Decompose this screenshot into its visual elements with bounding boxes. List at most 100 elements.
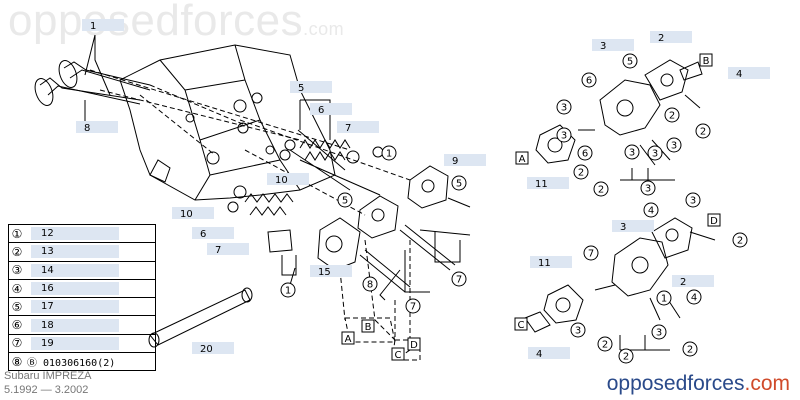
ref-badge-bg (82, 19, 124, 31)
letter-box (341, 331, 355, 345)
ref-number-label: 20 (192, 342, 234, 355)
letter-text: B (365, 322, 372, 333)
letter-box (514, 317, 528, 331)
letter-box (391, 347, 405, 361)
ref-badge-text: 2 (680, 277, 686, 288)
letter-ref-label: C (514, 317, 528, 331)
circle-text: 3 (652, 149, 658, 160)
circle-text: 7 (588, 249, 594, 260)
ref-badge-bg (528, 347, 570, 359)
site-logo: opposedforces.com (606, 372, 790, 395)
circle-outline (618, 348, 634, 364)
ref-badge-bg (650, 31, 692, 43)
circle-text: 3 (656, 328, 662, 339)
ref-badge-text: 3 (620, 222, 626, 233)
circle-text: 3 (561, 103, 567, 114)
circle-outline (643, 202, 659, 218)
letter-text: A (345, 334, 352, 345)
circled-ref-label: 2 (664, 107, 680, 123)
circled-ref-label: 2 (732, 232, 748, 248)
ref-badge-bg (207, 243, 249, 255)
letter-ref-label: A (515, 151, 529, 165)
circle-outline (651, 324, 667, 340)
circle-outline (451, 175, 467, 191)
circle-outline (570, 322, 586, 338)
circle-outline (656, 290, 672, 306)
circle-text: 1 (386, 149, 392, 160)
circle-outline (362, 276, 378, 292)
ref-number-label: 7 (337, 121, 379, 134)
ref-badge-text: 6 (318, 105, 324, 116)
circled-ref-label: 2 (682, 341, 698, 357)
ref-badge-text: 10 (180, 209, 193, 220)
ref-number-label: 7 (207, 243, 249, 256)
ref-badge-bg (444, 154, 486, 166)
circle-text: 3 (645, 184, 651, 195)
circled-ref-label: 3 (624, 144, 640, 160)
letter-text: B (703, 56, 710, 67)
circled-ref-label: 1 (280, 282, 296, 298)
circle-text: 4 (648, 206, 654, 217)
circle-outline (732, 232, 748, 248)
ref-badge-bg (192, 342, 234, 354)
circle-text: 1 (661, 294, 667, 305)
circle-text: 3 (629, 148, 635, 159)
ref-badge-text: 11 (535, 179, 548, 190)
circle-text: 5 (342, 196, 348, 207)
ref-badge-bg (192, 227, 234, 239)
circled-ref-label: 5 (622, 53, 638, 69)
circle-outline (666, 137, 682, 153)
circle-text: 8 (367, 280, 373, 291)
letter-text: D (710, 216, 718, 227)
circle-text: 2 (700, 127, 706, 138)
ref-badge-text: 6 (200, 229, 206, 240)
circled-ref-label: 1 (656, 290, 672, 306)
circled-ref-label: 3 (651, 324, 667, 340)
ref-number-label: 2 (672, 275, 714, 288)
circle-text: 2 (623, 352, 629, 363)
circle-text: 6 (582, 149, 588, 160)
circle-text: 7 (456, 275, 462, 286)
circle-outline (405, 298, 421, 314)
ref-badge-text: 20 (200, 344, 213, 355)
circle-text: 2 (602, 340, 608, 351)
ref-badge-bg (612, 220, 654, 232)
letter-text: C (518, 320, 525, 331)
circle-outline (381, 145, 397, 161)
letter-ref-label: C (391, 347, 405, 361)
circled-ref-label: 3 (666, 137, 682, 153)
ref-badge-text: 4 (536, 349, 542, 360)
ref-badge-bg (672, 275, 714, 287)
circle-outline (664, 107, 680, 123)
ref-number-label: 4 (528, 347, 570, 360)
circle-text: 2 (578, 168, 584, 179)
circled-ref-label: 3 (640, 180, 656, 196)
circled-ref-label: 2 (573, 164, 589, 180)
circle-outline (686, 289, 702, 305)
circle-text: 2 (598, 185, 604, 196)
circle-outline (556, 127, 572, 143)
letter-box (515, 151, 529, 165)
ref-badge-bg (310, 103, 352, 115)
circled-ref-label: 7 (583, 245, 599, 261)
circle-outline (622, 53, 638, 69)
letter-box (707, 213, 721, 227)
ref-badge-bg (527, 177, 569, 189)
letter-box (407, 337, 421, 351)
ref-number-label: 6 (310, 103, 352, 116)
ref-badge-bg (76, 121, 118, 133)
circle-text: 6 (586, 76, 592, 87)
ref-badge-bg (728, 67, 770, 79)
ref-badge-text: 3 (600, 41, 606, 52)
ref-badge-text: 15 (318, 267, 331, 278)
circle-outline (682, 341, 698, 357)
ref-number-label: 4 (728, 67, 770, 80)
ref-number-label: 10 (267, 173, 309, 186)
